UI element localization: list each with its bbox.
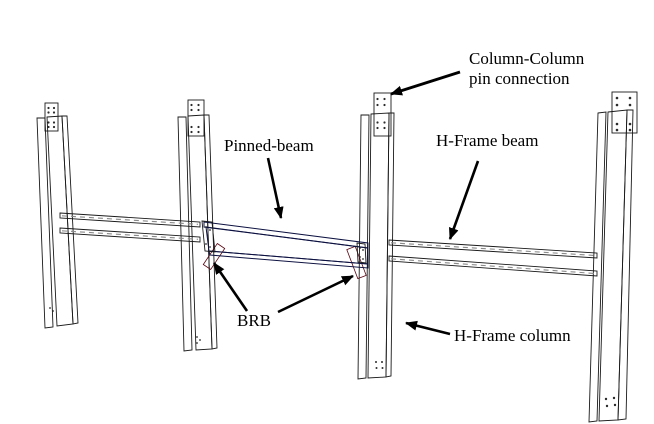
brb-arrow-right bbox=[277, 274, 354, 314]
column-2 bbox=[177, 99, 218, 352]
h-frame-beam-label: H-Frame beam bbox=[436, 131, 539, 150]
column-4 bbox=[588, 91, 638, 423]
pinned-beam-label: Pinned-beam bbox=[224, 136, 314, 155]
bolt-dots bbox=[376, 97, 386, 130]
bolt-dots bbox=[49, 307, 54, 312]
pinned-beam-arrow bbox=[266, 157, 284, 219]
bolt-dots bbox=[615, 96, 632, 132]
pin-connection-arrow bbox=[390, 70, 461, 96]
pin-end-plate-left bbox=[201, 220, 216, 253]
beam-top-flange bbox=[59, 212, 201, 228]
column-1 bbox=[36, 102, 79, 329]
column-side bbox=[385, 112, 395, 378]
column-splice-plate bbox=[44, 102, 59, 132]
bolt-dots bbox=[604, 396, 617, 408]
column-3 bbox=[357, 92, 395, 380]
pinned-beam-top-flange bbox=[203, 221, 369, 249]
pinned-beam bbox=[201, 220, 369, 269]
pinned-beam-bottom-flange bbox=[208, 250, 369, 269]
column-flange bbox=[357, 114, 370, 380]
column-flange bbox=[177, 116, 193, 352]
bolt-dots bbox=[375, 361, 384, 369]
column-flange bbox=[588, 111, 607, 423]
column-side bbox=[203, 114, 218, 350]
bolt-dots bbox=[190, 103, 200, 134]
beam-bottom-flange bbox=[388, 255, 598, 277]
h-frame-beam-right bbox=[388, 239, 598, 277]
h-frame-column-label: H-Frame column bbox=[454, 326, 571, 345]
h-frame-beam-left bbox=[59, 212, 201, 243]
column-splice-plate bbox=[611, 91, 638, 134]
bolt-dots bbox=[196, 336, 201, 344]
column-splice-plate bbox=[187, 99, 205, 137]
beam-top-flange bbox=[388, 239, 598, 259]
brb-arrow-left bbox=[212, 262, 249, 312]
pin-connection-label-line1: Column-Column bbox=[469, 49, 585, 68]
pin-end-plate-right bbox=[356, 242, 367, 264]
brb-right bbox=[346, 245, 367, 280]
bolt-dots bbox=[359, 247, 364, 260]
column-splice-plate bbox=[373, 92, 392, 137]
pin-connection-label-line2: pin connection bbox=[469, 69, 570, 88]
annotation-arrows bbox=[212, 70, 480, 336]
h-frame-beam-arrow bbox=[448, 160, 480, 240]
brb-left bbox=[202, 242, 226, 271]
bolt-dots bbox=[47, 106, 56, 129]
pin-connection-label: Column-Column pin connection bbox=[469, 49, 584, 89]
column-side bbox=[617, 109, 634, 421]
brb-label: BRB bbox=[237, 311, 272, 330]
column-side bbox=[61, 115, 79, 325]
column-face bbox=[367, 112, 390, 379]
h-frame-column-arrow bbox=[405, 320, 451, 336]
beam-bottom-flange bbox=[59, 227, 201, 243]
column-flange bbox=[36, 117, 54, 329]
bolt-dots bbox=[205, 226, 211, 248]
